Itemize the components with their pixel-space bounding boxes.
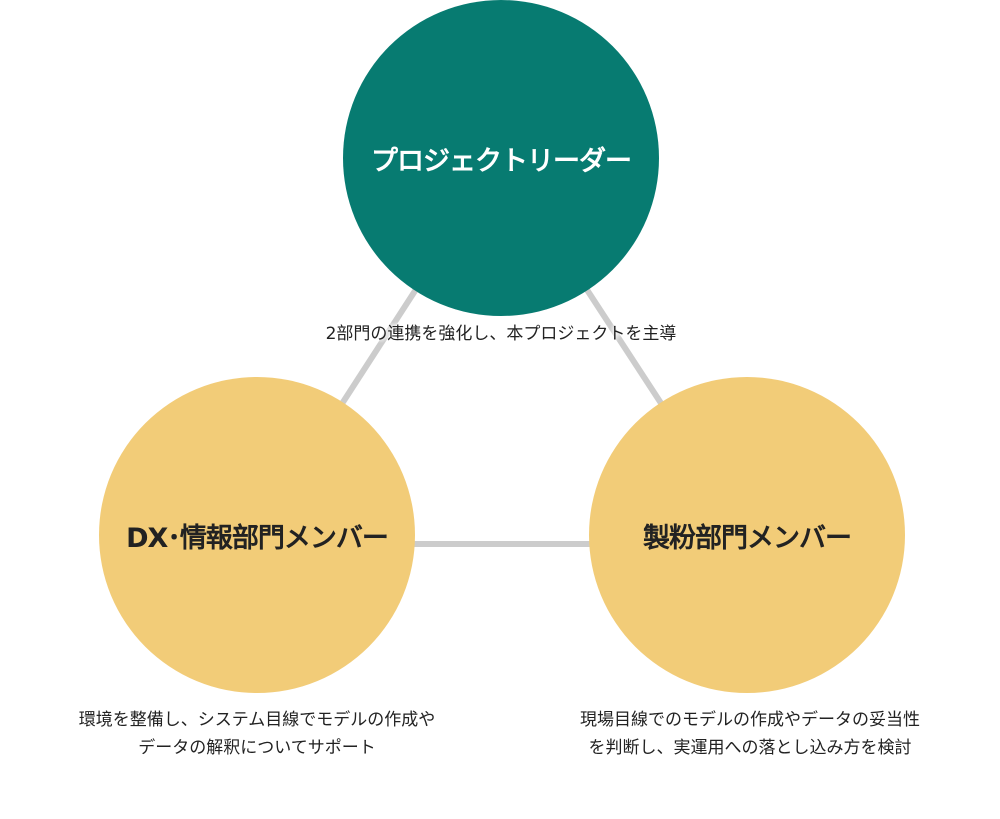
milling-caption-line: を判断し、実運用への落とし込み方を検討 <box>588 738 912 758</box>
milling-member-label: 製粉部門メンバー <box>643 522 852 554</box>
dx-member-label: DX･情報部門メンバー <box>126 522 389 554</box>
milling-member-node: 製粉部門メンバー <box>589 377 905 693</box>
dx-caption: 環境を整備し、システム目線でモデルの作成や データの解釈についてサポート <box>30 706 484 762</box>
project-leader-label: プロジェクトリーダー <box>371 145 632 177</box>
dx-caption-line: 環境を整備し、システム目線でモデルの作成や <box>78 710 436 730</box>
dx-member-node: DX･情報部門メンバー <box>99 377 415 693</box>
milling-caption: 現場目線でのモデルの作成やデータの妥当性 を判断し、実運用への落とし込み方を検討 <box>520 706 980 762</box>
leader-caption: 2部門の連携を強化し、本プロジェクトを主導 <box>325 324 677 344</box>
dx-caption-line: データの解釈についてサポート <box>138 738 376 758</box>
milling-caption-line: 現場目線でのモデルの作成やデータの妥当性 <box>580 710 920 730</box>
project-leader-node: プロジェクトリーダー <box>343 0 659 316</box>
